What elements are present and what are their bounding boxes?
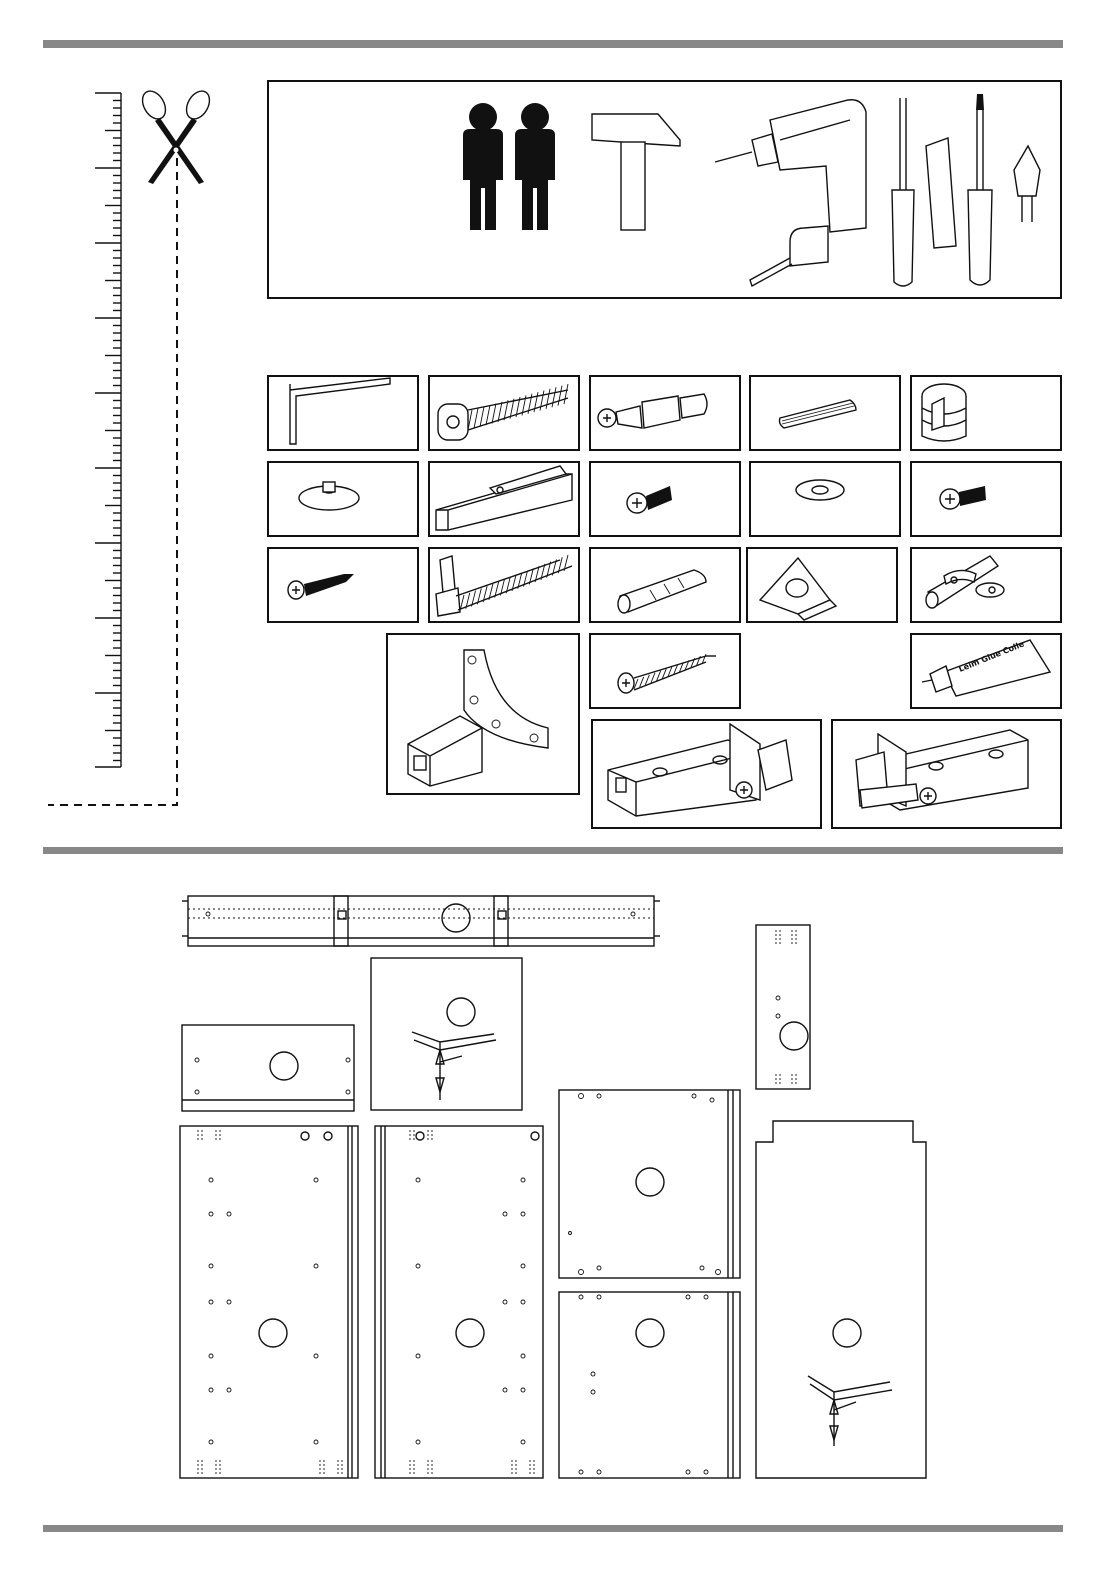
- panel-upright-small: [756, 925, 810, 1089]
- scissors-icon: [138, 87, 214, 184]
- measuring-ruler: [95, 93, 121, 767]
- panel-side-right: [375, 1126, 543, 1478]
- screwdriver-bit-icon: [1014, 146, 1040, 222]
- cam-dowel-icon: [598, 394, 707, 428]
- wood-dowel-icon: [780, 400, 857, 428]
- hinge-left-icon: [608, 724, 792, 816]
- panel-back-small: [182, 1025, 354, 1111]
- cam-lock-icon: [922, 384, 966, 441]
- panel-side-left: [180, 1126, 358, 1478]
- tape-measure-icon: [750, 226, 828, 286]
- allen-key-icon: [290, 378, 390, 444]
- shelf-support-icon: [299, 482, 359, 510]
- cut-guide-line: [48, 158, 177, 805]
- washer-icon: [796, 480, 844, 500]
- corner-block-icon: [760, 558, 836, 620]
- wall-plug-icon: [618, 570, 706, 613]
- connector-bolt-icon: [438, 384, 568, 440]
- panel-top-board: [371, 958, 522, 1110]
- panel-back-large: [756, 1121, 926, 1478]
- two-persons-icon: [463, 103, 555, 230]
- long-lag-screw-icon: [436, 555, 572, 616]
- hinge-right-icon: [856, 730, 1028, 810]
- corner-bracket-icon: [408, 650, 548, 786]
- push-latch-icon: [926, 556, 1004, 608]
- glue-tube-icon: Leim Glue Colle: [922, 639, 1050, 696]
- panel-shelf-upper: [559, 1090, 740, 1278]
- panel-top-rail: [182, 896, 660, 946]
- short-wood-screw-icon: [288, 574, 354, 599]
- flat-screwdriver-icon: [892, 98, 956, 286]
- drawer-runner-icon: [436, 466, 572, 530]
- hardware-box-machine-screw-b: [911, 462, 1061, 536]
- wood-screw-icon: [618, 654, 716, 693]
- panel-shelf-lower: [559, 1292, 740, 1478]
- machine-screw-a-icon: [627, 486, 672, 513]
- phillips-screwdriver-icon: [968, 94, 992, 285]
- top-separator-bar: [43, 40, 1063, 48]
- middle-separator-bar: [43, 847, 1063, 854]
- bottom-separator-bar: [43, 1525, 1063, 1532]
- machine-screw-b-icon: [940, 486, 986, 509]
- hammer-icon: [592, 114, 680, 230]
- electric-drill-icon: [715, 100, 866, 232]
